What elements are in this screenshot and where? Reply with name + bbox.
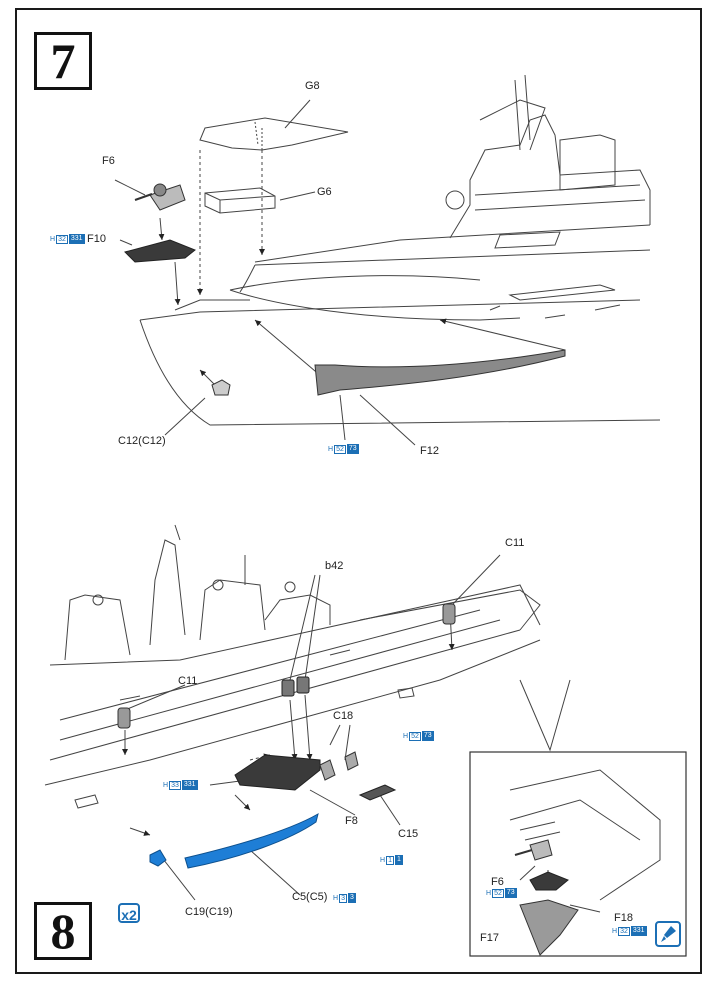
inset-f17-part [519,899,579,956]
detail-inset [469,751,687,957]
c19-part [149,849,167,867]
step7-ship-bow [114,74,661,446]
inset-drawing [509,769,661,913]
label-g6: G6 [317,186,332,198]
label-f12: F12 [420,445,439,457]
c12-part [211,379,231,396]
c5-part [184,812,319,869]
label-c15: C15 [398,828,419,840]
label-f18: F18 [614,912,633,924]
label-c11-left: C11 [178,675,198,687]
label-f8: F8 [345,815,358,827]
step-number-8: 8 [34,902,92,960]
b42-parts [281,676,310,697]
f6-gun-part [134,183,186,211]
label-f6: F6 [102,155,115,167]
step8-ship-stern [44,524,571,901]
label-c18: C18 [333,710,354,722]
c11-part-left [117,707,131,729]
label-b42: b42 [325,560,344,572]
inset-f18-part [529,871,569,891]
f8-part [234,754,321,791]
inset-f6-gun [514,839,553,861]
label-f6-inset: F6 [491,876,504,888]
label-c19: C19(C19) [185,906,233,918]
f12-part [314,349,566,396]
c18-parts [319,751,359,781]
step-number-7: 7 [34,32,92,90]
label-f10: F10 [87,233,106,245]
f10-part [124,239,196,263]
quantity-x2-badge: x2 [118,903,140,923]
label-c5: C5(C5) [292,891,328,903]
page-frame [15,8,702,974]
c11-part-top [442,603,456,625]
label-c12: C12(C12) [118,435,166,447]
label-c11-top: C11 [505,537,525,549]
label-f17: F17 [480,932,499,944]
c15-part [358,784,397,801]
paint-brush-icon [655,921,681,947]
label-g8: G8 [305,80,320,92]
